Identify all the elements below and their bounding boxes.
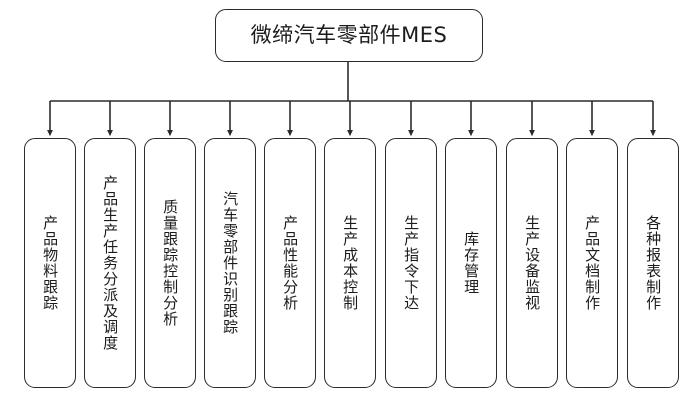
node-label: 产品生产任务分派及调度 xyxy=(101,175,120,351)
node-product-material-tracking[interactable]: 产品物料跟踪 xyxy=(24,138,76,388)
node-label: 各种报表制作 xyxy=(644,215,663,311)
node-label: 汽车零部件识别跟踪 xyxy=(221,191,240,335)
node-label: 生产指令下达 xyxy=(402,215,421,311)
node-inventory-management[interactable]: 库存管理 xyxy=(445,138,497,388)
node-auto-parts-identification-tracking[interactable]: 汽车零部件识别跟踪 xyxy=(204,138,256,388)
node-product-document-creation[interactable]: 产品文档制作 xyxy=(566,138,618,388)
node-production-task-dispatch-scheduling[interactable]: 产品生产任务分派及调度 xyxy=(84,138,136,388)
node-production-equipment-monitoring[interactable]: 生产设备监视 xyxy=(506,138,558,388)
root-node-label: 微缔汽车零部件MES xyxy=(250,23,448,47)
node-label: 质量跟踪控制分析 xyxy=(161,199,180,327)
node-various-report-creation[interactable]: 各种报表制作 xyxy=(627,138,679,388)
node-production-order-release[interactable]: 生产指令下达 xyxy=(385,138,437,388)
node-production-cost-control[interactable]: 生产成本控制 xyxy=(324,138,376,388)
node-label: 生产设备监视 xyxy=(523,215,542,311)
node-quality-tracking-control-analysis[interactable]: 质量跟踪控制分析 xyxy=(144,138,196,388)
node-label: 产品文档制作 xyxy=(583,215,602,311)
node-label: 产品性能分析 xyxy=(281,215,300,311)
root-node[interactable]: 微缔汽车零部件MES xyxy=(215,9,483,62)
node-product-performance-analysis[interactable]: 产品性能分析 xyxy=(264,138,316,388)
node-label: 库存管理 xyxy=(462,231,481,295)
node-label: 产品物料跟踪 xyxy=(41,215,60,311)
node-label: 生产成本控制 xyxy=(341,215,360,311)
branch-connectors xyxy=(47,101,656,137)
